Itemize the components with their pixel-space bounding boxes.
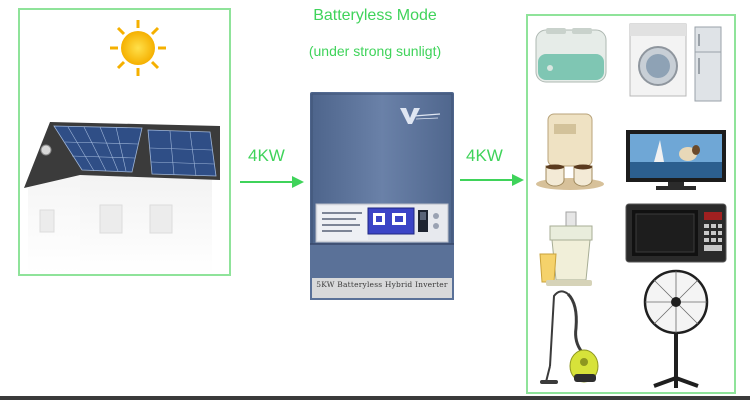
input-arrow-icon [240, 176, 304, 188]
solar-house-illustration [24, 20, 220, 274]
sun-icon [110, 20, 166, 76]
inverter-model-label: 5KW Batteryless Hybrid Inverter [316, 280, 448, 289]
vacuum-cleaner-icon [540, 290, 599, 384]
mode-title: Batteryless Mode [313, 7, 437, 24]
coffee-maker-icon [536, 113, 604, 190]
brand-logo-icon [400, 108, 441, 124]
output-power-label: 4KW [466, 146, 503, 165]
washing-machine-icon [629, 23, 687, 97]
standing-fan-icon [643, 269, 709, 388]
power-switch-icon [418, 210, 428, 232]
hybrid-inverter: 5KW Batteryless Hybrid Inverter [310, 92, 454, 300]
mode-subtitle: (under strong sunligt) [308, 43, 442, 59]
microwave-icon [625, 203, 727, 263]
input-power-label: 4KW [248, 146, 285, 165]
juicer-icon [539, 211, 593, 286]
refrigerator-icon [694, 26, 722, 102]
appliances-panel [526, 14, 736, 394]
television-icon [626, 130, 726, 190]
bottom-border [0, 396, 750, 400]
toaster-icon [535, 28, 607, 83]
solar-house-panel [18, 8, 231, 276]
output-arrow-icon [460, 174, 524, 186]
